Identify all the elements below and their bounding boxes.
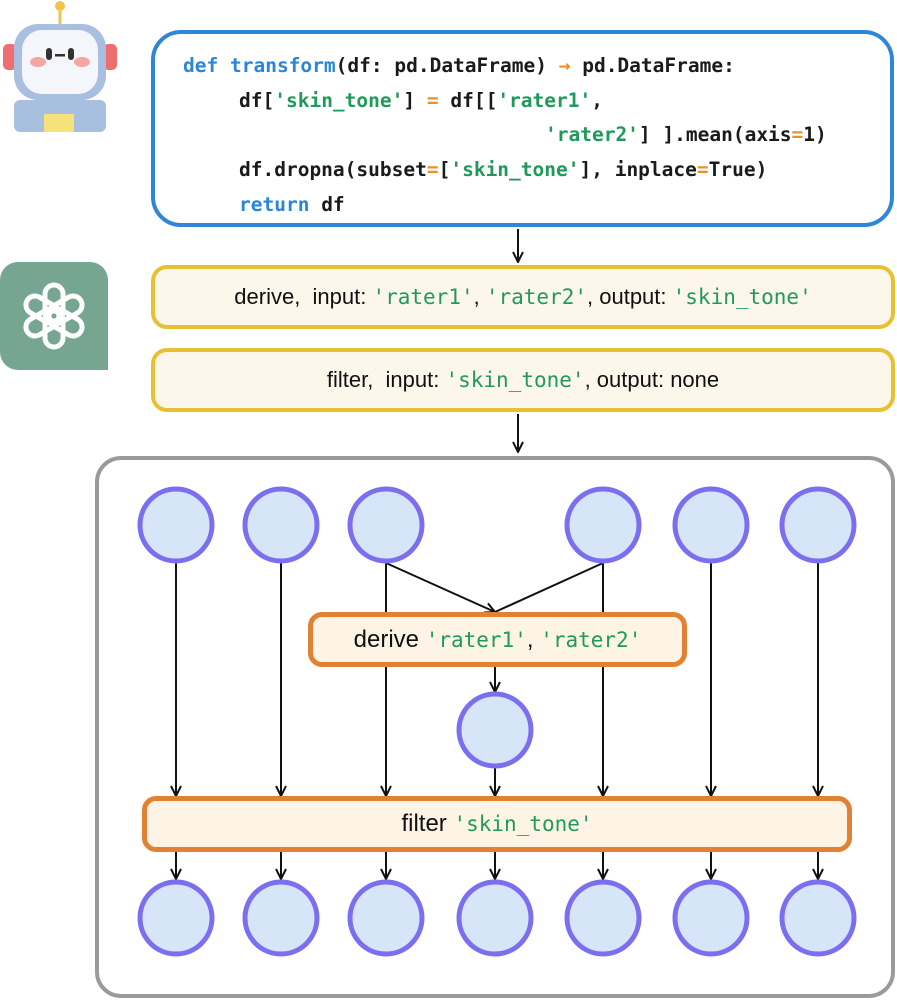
op-output: 'skin_tone' xyxy=(672,285,812,309)
code-block: def transform(df: pd.DataFrame) → pd.Dat… xyxy=(151,30,894,227)
openai-logo-icon xyxy=(0,262,108,370)
code-text: df[ xyxy=(239,89,275,112)
input-column-node xyxy=(779,486,857,564)
code-line-5: return df xyxy=(239,193,345,216)
function-name: transform xyxy=(229,54,336,77)
op-sep: , xyxy=(473,284,486,309)
derive-op-box: derive, input: 'rater1', 'rater2', outpu… xyxy=(151,265,895,329)
node-label: derive xyxy=(353,625,426,653)
node-arg: 'skin_tone' xyxy=(453,812,593,836)
input-column-node xyxy=(672,486,750,564)
code-string: 'skin_tone' xyxy=(450,158,580,181)
input-column-node xyxy=(242,486,320,564)
output-column-node xyxy=(456,879,534,957)
code-line-1: def transform(df: pd.DataFrame) → pd.Dat… xyxy=(183,54,735,77)
node-sep: , xyxy=(526,625,541,653)
input-column-node xyxy=(137,486,215,564)
edge-line xyxy=(494,562,604,613)
output-column-node xyxy=(242,879,320,957)
code-operator: = xyxy=(426,89,439,112)
edge-arrow xyxy=(385,562,495,612)
code-line-2: df['skin_tone'] = df[['rater1', xyxy=(239,89,603,112)
code-text: df.dropna(subset xyxy=(239,158,427,181)
input-column-node xyxy=(564,486,642,564)
derive-node: derive 'rater1', 'rater2' xyxy=(308,612,687,667)
code-line-4: df.dropna(subset=['skin_tone'], inplace=… xyxy=(239,158,767,181)
op-input: 'rater1' xyxy=(372,285,474,309)
code-string: 'rater1' xyxy=(497,89,592,112)
node-label: filter xyxy=(401,810,454,837)
code-text: ], inplace xyxy=(579,158,697,181)
code-string: 'rater2' xyxy=(545,123,639,146)
robot-icon xyxy=(0,0,120,140)
op-sep: , output: xyxy=(584,367,671,392)
op-input: 'rater2' xyxy=(485,285,588,309)
output-column-node xyxy=(779,879,857,957)
derived-column-node xyxy=(456,691,534,769)
code-text: [ xyxy=(438,158,451,181)
code-operator: = xyxy=(791,123,804,146)
output-column-node xyxy=(137,879,215,957)
output-column-node xyxy=(347,879,425,957)
code-text: df xyxy=(309,193,345,216)
op-label: derive, input: xyxy=(234,284,373,309)
op-label: filter, input: xyxy=(326,367,446,392)
return-arrow: → xyxy=(558,54,571,77)
node-arg: 'rater2' xyxy=(540,627,642,652)
code-text: 1) xyxy=(803,123,827,146)
code-operator: = xyxy=(696,158,709,181)
code-text: , xyxy=(591,89,603,112)
op-sep: , output: xyxy=(587,284,673,309)
code-text: ] ].mean(axis xyxy=(638,123,792,146)
input-column-node xyxy=(347,486,425,564)
filter-op-box: filter, input: 'skin_tone', output: none xyxy=(151,348,895,412)
code-text: True) xyxy=(708,158,768,181)
code-string: 'skin_tone' xyxy=(274,89,404,112)
code-operator: = xyxy=(426,158,439,181)
keyword-def: def xyxy=(183,54,219,77)
node-arg: 'rater1' xyxy=(425,627,527,652)
keyword-return: return xyxy=(239,193,310,216)
op-input: 'skin_tone' xyxy=(445,368,585,392)
code-text: df[[ xyxy=(438,89,498,112)
code-text: ] xyxy=(403,89,427,112)
output-column-node xyxy=(672,879,750,957)
code-return-type: pd.DataFrame: xyxy=(570,54,735,77)
filter-node: filter 'skin_tone' xyxy=(142,796,852,852)
code-signature: (df: pd.DataFrame) xyxy=(335,54,559,77)
output-column-node xyxy=(564,879,642,957)
code-line-3: 'rater2'] ].mean(axis=1) xyxy=(545,123,827,146)
op-output: none xyxy=(670,367,720,392)
